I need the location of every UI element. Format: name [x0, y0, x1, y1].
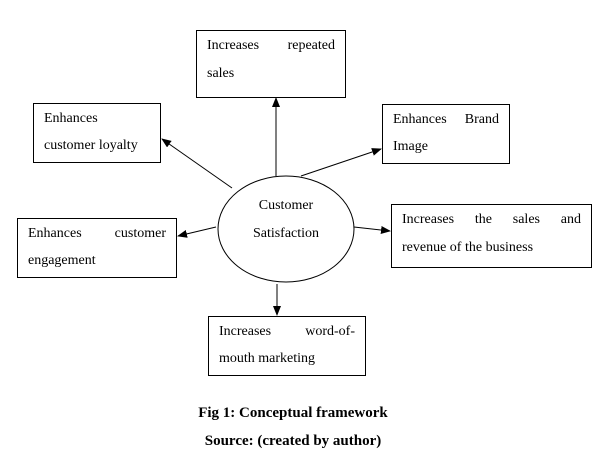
- center-ellipse: [217, 175, 355, 283]
- customer-loyalty-line-1: Enhances: [44, 111, 98, 126]
- repeated-sales-box: Increases repeated sales: [196, 30, 346, 98]
- arrow-to-sales-revenue: [353, 226, 391, 234]
- word-of-mouth-line-2: mouth marketing: [219, 351, 316, 366]
- customer-engagement-line-1: Enhances customer: [28, 226, 166, 241]
- sales-revenue-line-2: revenue of the business: [402, 240, 534, 255]
- repeated-sales-line-1: Increases repeated: [207, 38, 335, 53]
- sales-revenue-box: Increases the sales and revenue of the b…: [391, 204, 592, 268]
- center-label-line-2: Satisfaction: [252, 226, 320, 241]
- word-of-mouth-box: Increases word-of- mouth marketing: [208, 316, 366, 376]
- repeated-sales-line-2: sales: [207, 66, 235, 81]
- customer-loyalty-box: Enhances customer loyalty: [33, 103, 161, 163]
- brand-image-line-1: Enhances Brand: [393, 112, 499, 127]
- brand-image-line-2: Image: [393, 139, 428, 154]
- customer-engagement-box: Enhances customer engagement: [17, 218, 177, 278]
- customer-engagement-line-2: engagement: [28, 253, 96, 268]
- word-of-mouth-line-1: Increases word-of-: [219, 324, 355, 339]
- customer-loyalty-line-2: customer loyalty: [44, 138, 138, 153]
- customer-satisfaction-node: Customer Satisfaction: [218, 184, 354, 294]
- sales-revenue-line-1: Increases the sales and: [402, 212, 581, 227]
- center-label-line-1: Customer: [258, 198, 314, 213]
- figure-caption: Fig 1: Conceptual framework: [198, 405, 388, 421]
- arrow-to-customer-loyalty: [161, 138, 233, 189]
- brand-image-box: Enhances Brand Image: [382, 104, 510, 164]
- source-caption: Source: (created by author): [204, 433, 382, 449]
- arrow-to-brand-image: [300, 148, 382, 177]
- arrow-to-customer-engagement: [177, 226, 217, 238]
